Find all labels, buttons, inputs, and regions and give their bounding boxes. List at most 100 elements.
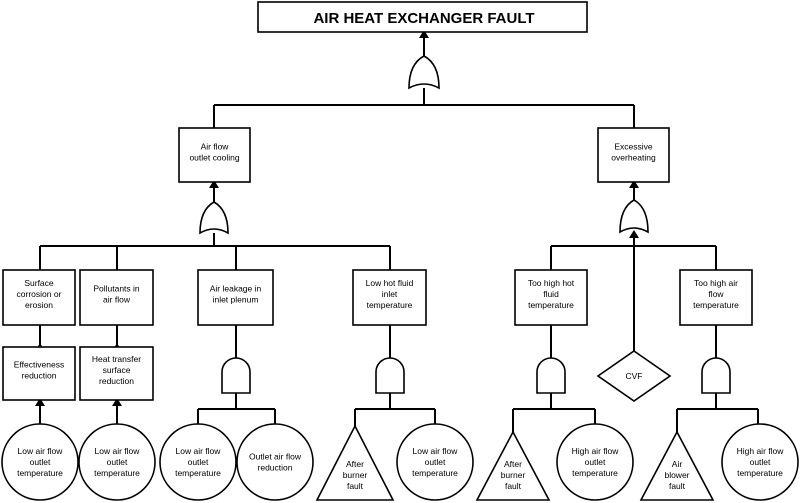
label-line: Low air flow	[176, 446, 222, 456]
label-line: temperature	[367, 300, 413, 310]
label-line: temperature	[572, 468, 618, 478]
label-line: outlet	[585, 457, 606, 467]
label-line: inlet plenum	[213, 295, 259, 305]
label-line: Surface	[24, 278, 54, 288]
label-line: overheating	[611, 153, 656, 163]
label-line: temperature	[175, 468, 221, 478]
label-line: fault	[505, 481, 522, 491]
and-gate-3	[536, 357, 566, 394]
label-line: temperature	[94, 468, 140, 478]
label-line: After	[504, 459, 522, 469]
label-line: Outlet air flow	[249, 452, 302, 462]
label-line: inlet	[382, 289, 398, 299]
label-line: corrosion or	[17, 289, 62, 299]
top-event-box: AIR HEAT EXCHANGER FAULT	[257, 1, 588, 33]
and-gate-4	[701, 357, 731, 394]
label-line: blower	[664, 470, 689, 480]
label-line: temperature	[737, 468, 783, 478]
label-line: reduction	[258, 463, 293, 473]
transfer-label: CVF	[626, 371, 643, 381]
label-line: Air	[672, 459, 683, 469]
label-line: burner	[343, 470, 368, 480]
label-line: fault	[669, 481, 686, 491]
label-line: Low air flow	[95, 446, 141, 456]
label-line: outlet	[30, 457, 51, 467]
label-line: Too high air	[694, 278, 738, 288]
label-line: reduction	[22, 371, 57, 381]
label-line: temperature	[17, 468, 63, 478]
label-line: Excessive	[614, 142, 653, 152]
and-gate-1	[221, 357, 251, 394]
label-line: outlet	[425, 457, 446, 467]
label-line: temperature	[412, 468, 458, 478]
label-line: air flow	[103, 295, 131, 305]
or-gate-top	[408, 55, 440, 90]
or-gate-right	[619, 199, 649, 234]
label-line: High air flow	[737, 446, 785, 456]
label-line: temperature	[528, 300, 574, 310]
label-line: After	[346, 459, 364, 469]
label-line: outlet	[750, 457, 771, 467]
label-line: fault	[347, 481, 364, 491]
label-line: burner	[501, 470, 526, 480]
label-line: reduction	[99, 376, 134, 386]
label-line: temperature	[693, 300, 739, 310]
label-line: Air leakage in	[210, 284, 262, 294]
label-line: Effectiveness	[14, 360, 64, 370]
label-line: Low air flow	[413, 446, 459, 456]
label-line: surface	[103, 365, 131, 375]
label-line: Pollutants in	[93, 284, 140, 294]
label-line: Low hot fluid	[366, 278, 414, 288]
or-gate-left	[199, 201, 229, 235]
label-line: Too high hot	[528, 278, 575, 288]
and-gate-2	[375, 357, 405, 394]
label-line: outlet cooling	[189, 153, 239, 163]
label-line: High air flow	[572, 446, 620, 456]
label-line: Air flow	[201, 142, 230, 152]
top-event-title: AIR HEAT EXCHANGER FAULT	[313, 10, 534, 27]
label-line: erosion	[25, 300, 53, 310]
label-line: flow	[708, 289, 724, 299]
label-line: outlet	[188, 457, 209, 467]
label-line: outlet	[107, 457, 128, 467]
